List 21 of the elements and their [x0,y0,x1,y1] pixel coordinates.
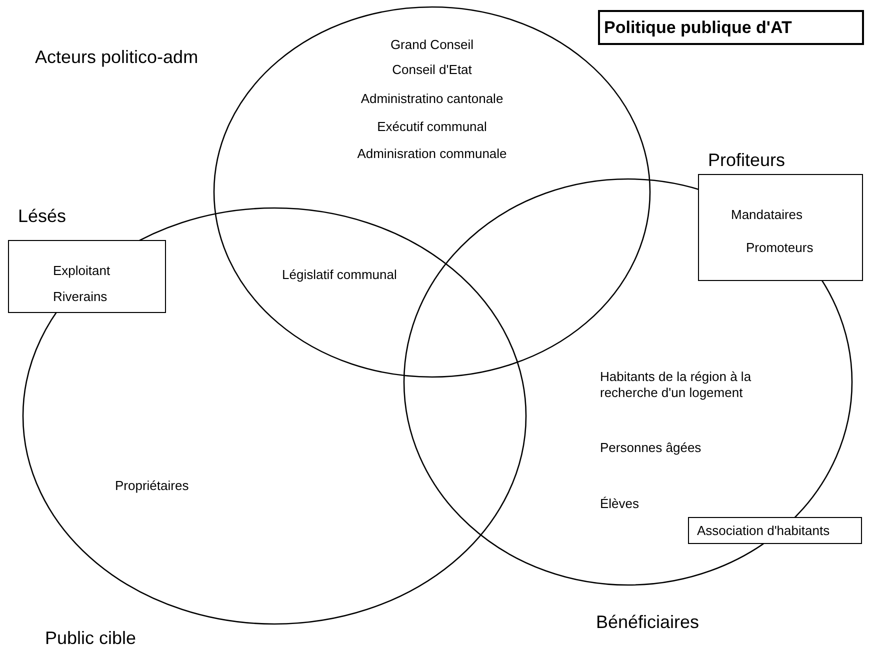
member-label: Propriétaires [115,478,189,494]
member-label: Mandataires [731,207,803,223]
member-label: Personnes âgées [600,440,702,456]
member-label: Conseil d'Etat [391,62,473,78]
member-label: Habitants de la région à la recherche d'un logement [600,369,752,401]
member-label: Administratino cantonale [360,91,504,107]
member-label: Exploitant [53,263,110,279]
member-label: Adminisration communale [356,146,508,162]
member-label: Exécutif communal [376,119,488,135]
member-label: Promoteurs [746,240,814,256]
group-heading: Lésés [18,205,66,227]
member-label: Grand Conseil [389,37,475,53]
group-heading: Bénéficiaires [596,611,700,633]
member-label: Élèves [600,496,640,512]
group-heading: Profiteurs [708,149,786,171]
member-label: Législatif communal [282,267,397,283]
title: Politique publique d'AT [598,10,864,45]
group-heading: Public cible [45,627,136,649]
member-label: Association d'habitants [697,523,830,539]
member-label: Riverains [53,289,108,305]
group-heading: Acteurs politico-adm [35,46,198,68]
